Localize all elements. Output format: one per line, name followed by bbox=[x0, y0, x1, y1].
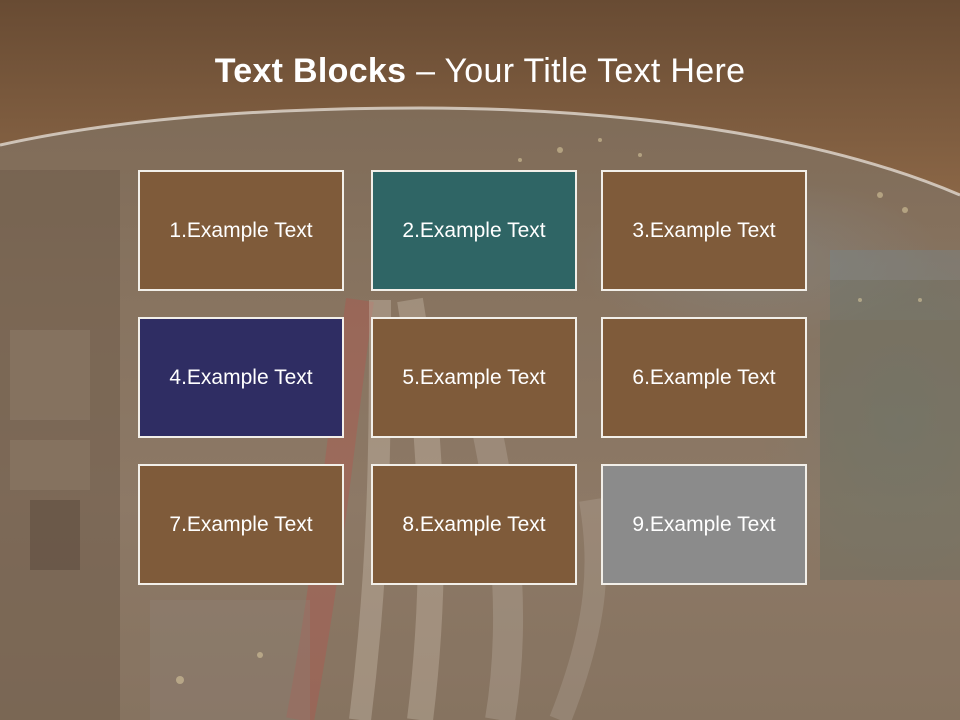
text-block-label: 6.Example Text bbox=[632, 365, 776, 389]
text-block-8[interactable]: 8.Example Text bbox=[371, 464, 577, 585]
text-block-label: 7.Example Text bbox=[169, 512, 313, 536]
title-band bbox=[0, 0, 960, 197]
title-rest-part: Your Title Text Here bbox=[444, 52, 746, 90]
text-block-9[interactable]: 9.Example Text bbox=[601, 464, 807, 585]
text-block-label: 9.Example Text bbox=[632, 512, 776, 536]
text-block-label: 3.Example Text bbox=[632, 218, 776, 242]
text-block-label: 5.Example Text bbox=[402, 365, 546, 389]
text-block-1[interactable]: 1.Example Text bbox=[138, 170, 344, 291]
text-block-5[interactable]: 5.Example Text bbox=[371, 317, 577, 438]
text-block-7[interactable]: 7.Example Text bbox=[138, 464, 344, 585]
text-block-label: 8.Example Text bbox=[402, 512, 546, 536]
text-block-label: 2.Example Text bbox=[402, 218, 546, 242]
text-blocks-grid: 1.Example Text 2.Example Text 3.Example … bbox=[138, 170, 816, 594]
slide-title: Text Blocks – Your Title Text Here bbox=[0, 52, 960, 91]
title-bold-part: Text Blocks bbox=[214, 52, 407, 90]
text-block-4[interactable]: 4.Example Text bbox=[138, 317, 344, 438]
text-block-2[interactable]: 2.Example Text bbox=[371, 170, 577, 291]
title-dash: – bbox=[406, 52, 445, 90]
text-block-label: 1.Example Text bbox=[169, 218, 313, 242]
text-block-3[interactable]: 3.Example Text bbox=[601, 170, 807, 291]
text-block-6[interactable]: 6.Example Text bbox=[601, 317, 807, 438]
text-block-label: 4.Example Text bbox=[169, 365, 313, 389]
